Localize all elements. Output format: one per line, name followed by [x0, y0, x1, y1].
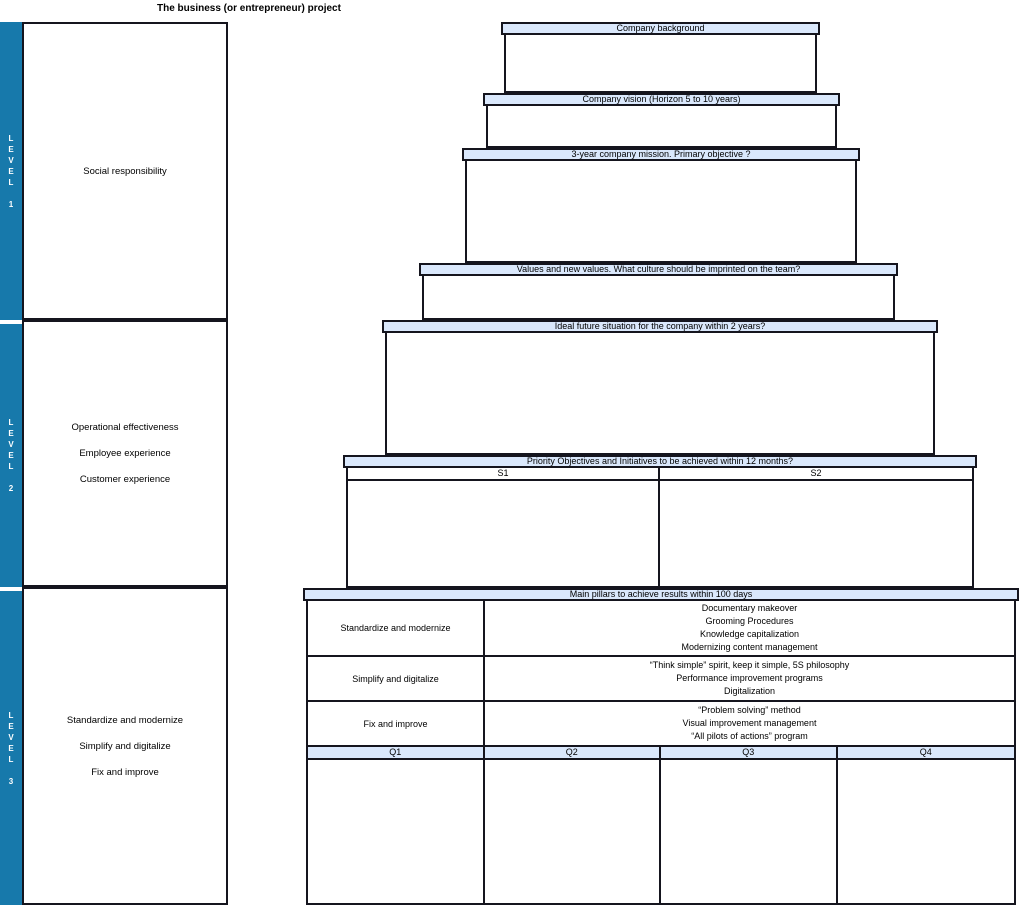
tier-company-background: Company background — [501, 22, 820, 93]
quarter-cell-q1 — [308, 760, 485, 903]
pillar-row-fix: Fix and improve “Problem solving” method… — [308, 702, 1014, 747]
quarter-header-q4: Q4 — [919, 747, 932, 757]
pillar-details-fix: “Problem solving” method Visual improvem… — [682, 705, 817, 741]
tier-main-pillars: Main pillars to achieve results within 1… — [303, 588, 1019, 905]
level-3-badge: L E V E L 3 — [0, 587, 22, 905]
tier-company-background-header: Company background — [501, 22, 820, 35]
pillar-row-simplify: Simplify and digitalize “Think simple” s… — [308, 657, 1014, 702]
pillar-details-standardize: Documentary makeover Grooming Procedures… — [681, 603, 818, 652]
level-2-row: L E V E L 2 Operational effectiveness Em… — [0, 320, 228, 587]
tier-priority-objectives: Priority Objectives and Initiatives to b… — [343, 455, 977, 588]
pillar-details-simplify: “Think simple” spirit, keep it simple, 5… — [649, 660, 850, 696]
tier-ideal-future-header: Ideal future situation for the company w… — [382, 320, 938, 333]
semester-body-row — [348, 481, 972, 586]
tier-main-pillars-header: Main pillars to achieve results within 1… — [303, 588, 1019, 601]
semester-s1-header: S1 — [348, 468, 660, 479]
tier-priority-objectives-header: Priority Objectives and Initiatives to b… — [343, 455, 977, 468]
quarter-body-row — [308, 760, 1014, 903]
tier-company-mission-header: 3-year company mission. Primary objectiv… — [462, 148, 860, 161]
pillars-table: Standardize and modernize Documentary ma… — [306, 601, 1016, 905]
level-1-content: Social responsibility — [22, 22, 228, 320]
quarter-header-q2: Q2 — [485, 747, 661, 758]
pillar-name-fix: Fix and improve — [308, 702, 485, 745]
tier-company-mission: 3-year company mission. Primary objectiv… — [462, 148, 860, 263]
level-3-content: Standardize and modernize Simplify and d… — [22, 587, 228, 905]
pillar-name-simplify: Simplify and digitalize — [308, 657, 485, 700]
tier-ideal-future: Ideal future situation for the company w… — [382, 320, 938, 455]
level-1-row: L E V E L 1 Social responsibility — [0, 22, 228, 320]
quarter-cell-q4 — [838, 760, 1015, 903]
tier-company-mission-body — [465, 161, 857, 263]
level-1-badge: L E V E L 1 — [0, 22, 22, 320]
diagram-title: The business (or entrepreneur) project — [157, 3, 341, 14]
tier-company-background-body — [504, 35, 817, 93]
semester-label-row: S1 S2 — [348, 468, 972, 481]
tier-values-body — [422, 276, 895, 320]
semester-s2-cell — [660, 481, 972, 586]
quarter-header-q3: Q3 — [661, 747, 838, 758]
semester-s2-header: S2 — [810, 468, 822, 478]
tier-company-vision-header: Company vision (Horizon 5 to 10 years) — [483, 93, 840, 106]
level-3-row: L E V E L 3 Standardize and modernize Si… — [0, 587, 228, 905]
tier-values-header: Values and new values. What culture shou… — [419, 263, 898, 276]
quarter-cell-q2 — [485, 760, 661, 903]
quarter-header-q1: Q1 — [308, 747, 485, 758]
tier-company-vision-body — [486, 106, 837, 148]
tier-ideal-future-body — [385, 333, 935, 455]
pillar-row-standardize: Standardize and modernize Documentary ma… — [308, 601, 1014, 657]
semester-s1-cell — [348, 481, 660, 586]
semester-table: S1 S2 — [346, 468, 974, 588]
level-2-content: Operational effectiveness Employee exper… — [22, 320, 228, 587]
quarter-header-row: Q1 Q2 Q3 Q4 — [308, 747, 1014, 760]
level-2-badge: L E V E L 2 — [0, 320, 22, 587]
quarter-cell-q3 — [661, 760, 838, 903]
tier-values: Values and new values. What culture shou… — [419, 263, 898, 320]
tier-company-vision: Company vision (Horizon 5 to 10 years) — [483, 93, 840, 148]
pillar-name-standardize: Standardize and modernize — [308, 601, 485, 655]
